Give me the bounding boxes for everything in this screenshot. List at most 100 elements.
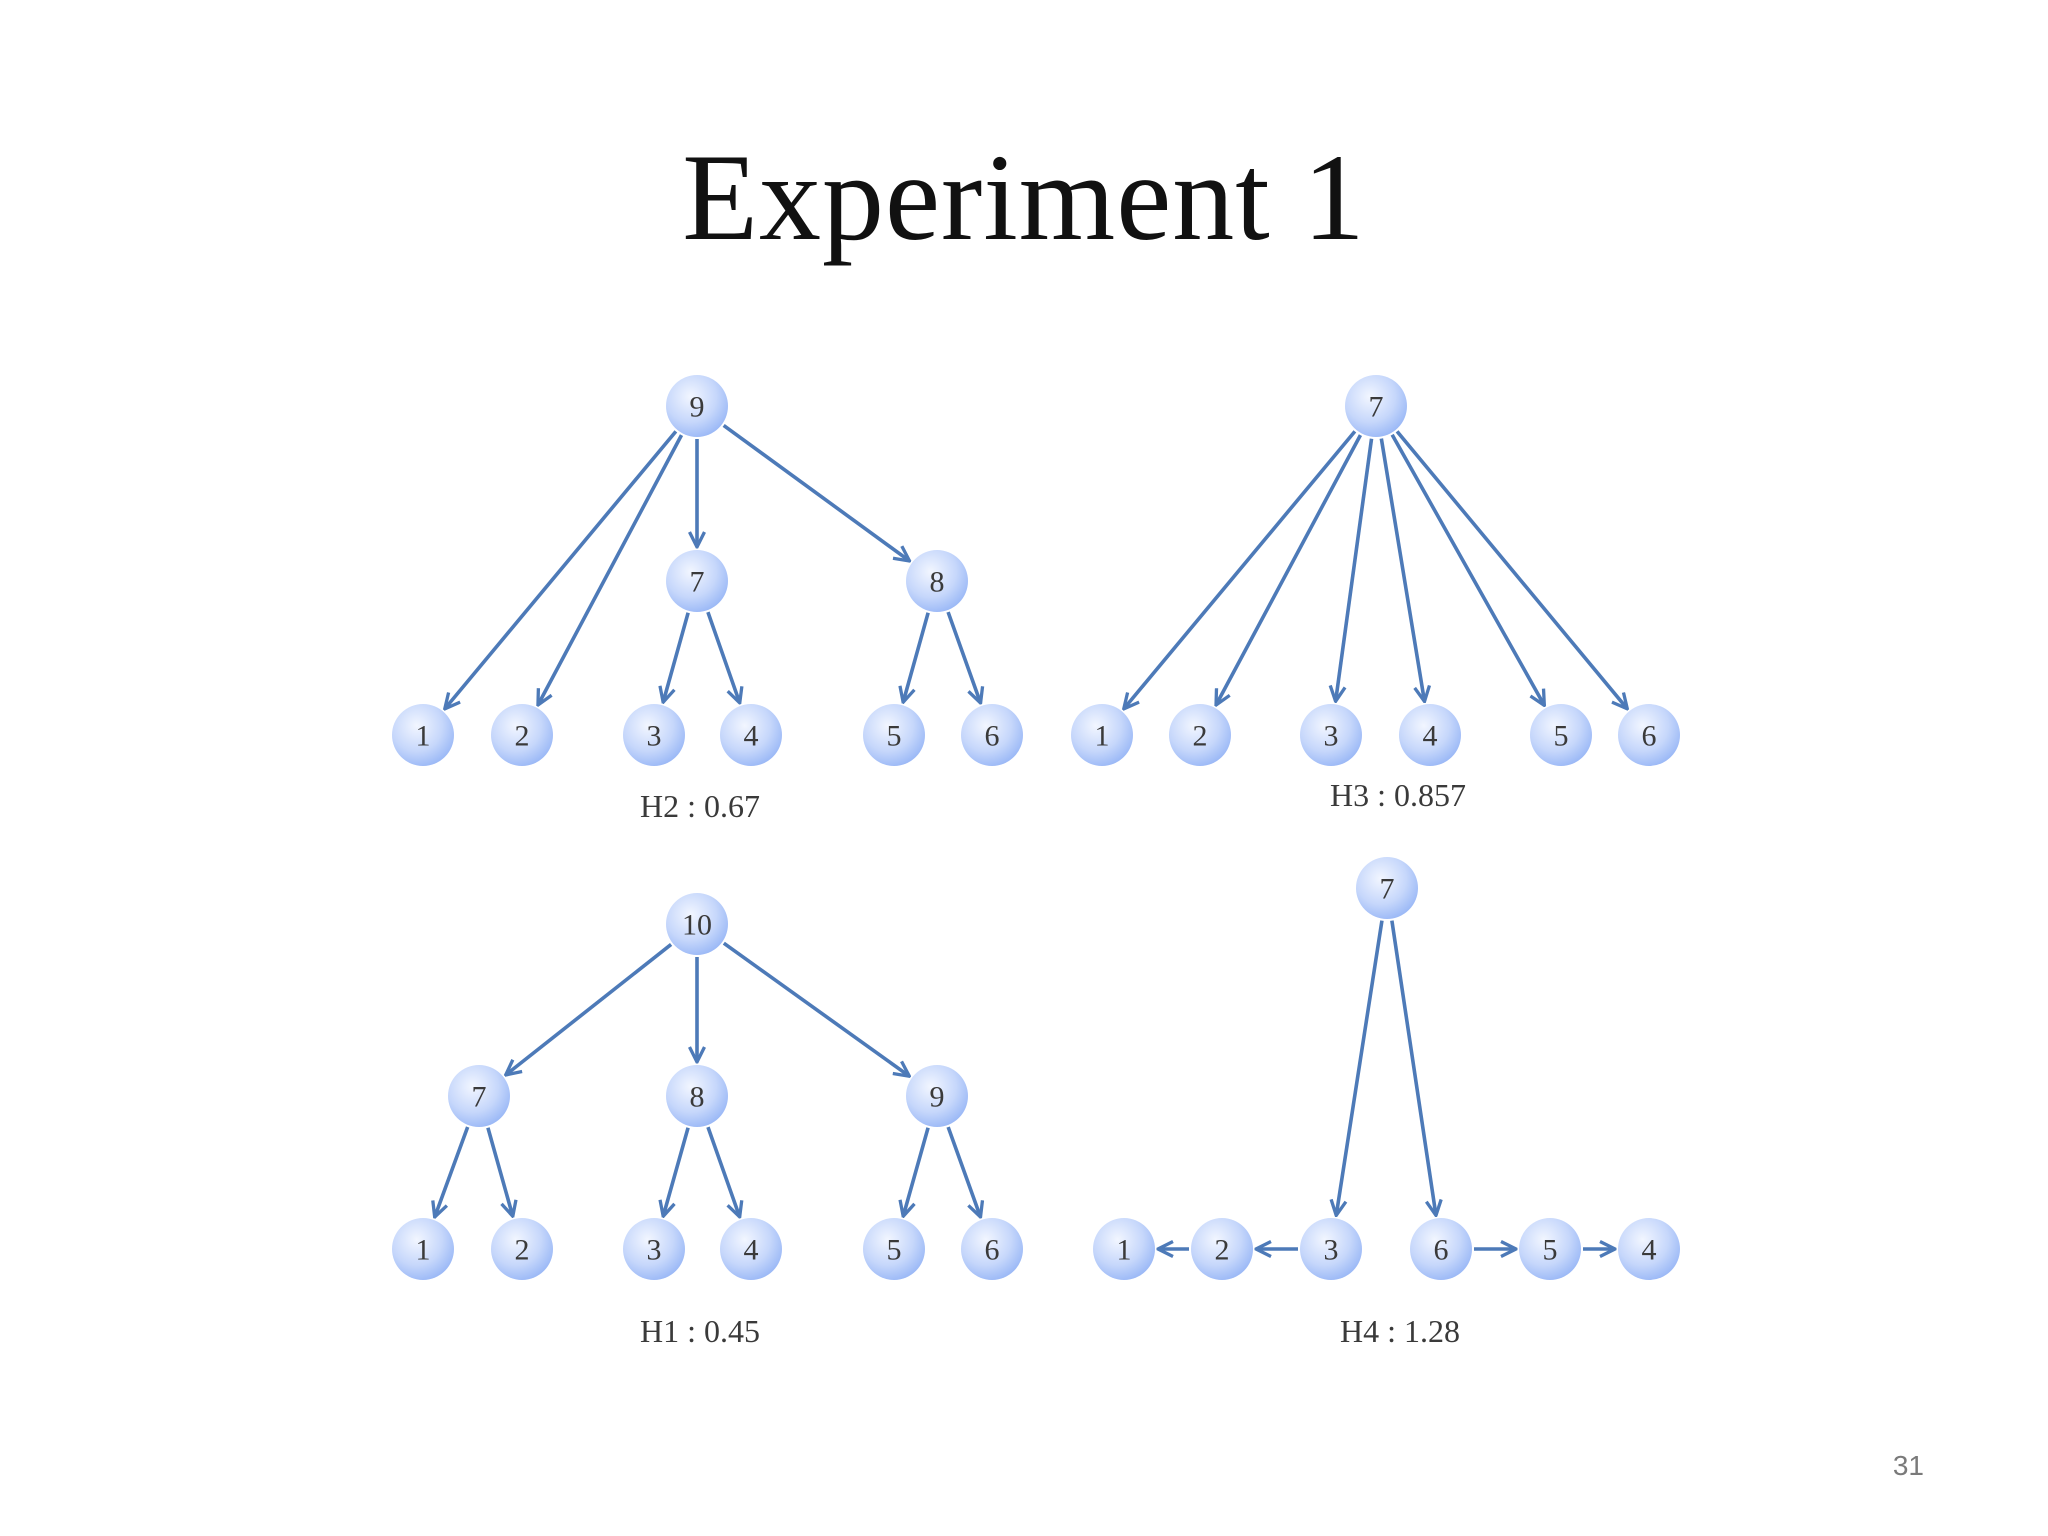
node-circle <box>863 704 925 766</box>
node-label: 6 <box>985 1234 1000 1267</box>
caption-h2: H2 : 0.67 <box>640 788 760 824</box>
node-circle <box>623 704 685 766</box>
edge-h2-a8-a5 <box>903 612 930 702</box>
node-circle <box>1399 704 1461 766</box>
node-label: 7 <box>1380 873 1395 906</box>
node-h2-5: 5 <box>863 704 925 766</box>
node-label: 7 <box>472 1081 487 1114</box>
node-circle <box>961 1218 1023 1280</box>
node-h4-4: 4 <box>1618 1218 1680 1280</box>
node-circle <box>720 704 782 766</box>
edge-h1-c8-c3 <box>663 1127 690 1216</box>
caption-h3: H3 : 0.857 <box>1330 777 1466 813</box>
edge-h2-a7-a4 <box>706 611 740 703</box>
node-circle <box>1191 1218 1253 1280</box>
node-h2-2: 2 <box>491 704 553 766</box>
edge-h3-b7-b4 <box>1379 438 1424 702</box>
node-circle <box>491 704 553 766</box>
node-circle <box>1300 1218 1362 1280</box>
node-circle <box>1356 857 1418 919</box>
node-h1-3: 3 <box>623 1218 685 1280</box>
node-circle <box>906 1065 968 1127</box>
node-h1-8: 8 <box>666 1065 728 1127</box>
node-circle <box>1410 1218 1472 1280</box>
edge-h2-a9-a2 <box>538 434 684 705</box>
caption-h4: H4 : 1.28 <box>1340 1313 1460 1349</box>
node-h3-3: 3 <box>1300 704 1362 766</box>
node-label: 2 <box>515 720 530 753</box>
node-circle <box>666 375 728 437</box>
node-label: 5 <box>887 720 902 753</box>
edge-h1-c10-c7 <box>506 943 673 1074</box>
node-circle <box>863 1218 925 1280</box>
node-h2-3: 3 <box>623 704 685 766</box>
node-circle <box>666 550 728 612</box>
node-h3-6: 6 <box>1618 704 1680 766</box>
node-h4-3: 3 <box>1300 1218 1362 1280</box>
node-h1-9: 9 <box>906 1065 968 1127</box>
node-label: 7 <box>1369 391 1384 424</box>
node-label: 1 <box>416 1234 431 1267</box>
node-h2-9: 9 <box>666 375 728 437</box>
node-label: 3 <box>1324 1234 1339 1267</box>
edge-h2-a9-a1 <box>445 430 678 709</box>
edge-h1-c9-c6 <box>946 1126 980 1217</box>
slide-title: Experiment 1 <box>682 129 1366 266</box>
node-label: 5 <box>887 1234 902 1267</box>
node-h1-1: 1 <box>392 1218 454 1280</box>
node-circle <box>1519 1218 1581 1280</box>
node-label: 9 <box>930 1081 945 1114</box>
node-circle <box>961 704 1023 766</box>
edge-h3-b7-b6 <box>1395 430 1627 708</box>
node-label: 2 <box>515 1234 530 1267</box>
node-h4-7: 7 <box>1356 857 1418 919</box>
node-circle <box>1618 704 1680 766</box>
edge-h1-c8-c4 <box>706 1126 740 1217</box>
node-circle <box>720 1218 782 1280</box>
edge-h1-c7-c1 <box>435 1126 470 1217</box>
node-h1-7: 7 <box>448 1065 510 1127</box>
node-label: 4 <box>744 720 759 753</box>
caption-h1: H1 : 0.45 <box>640 1313 760 1349</box>
node-h4-2: 2 <box>1191 1218 1253 1280</box>
node-label: 2 <box>1215 1234 1230 1267</box>
node-label: 6 <box>1434 1234 1449 1267</box>
edge-h1-c7-c2 <box>486 1127 513 1216</box>
node-h1-2: 2 <box>491 1218 553 1280</box>
node-h1-6: 6 <box>961 1218 1023 1280</box>
node-h1-4: 4 <box>720 1218 782 1280</box>
node-label: 6 <box>985 720 1000 753</box>
node-h2-6: 6 <box>961 704 1023 766</box>
node-h1-10: 10 <box>666 893 728 955</box>
node-label: 1 <box>416 720 431 753</box>
node-label: 4 <box>1423 720 1438 753</box>
page-number: 31 <box>1892 1450 1924 1481</box>
node-h3-2: 2 <box>1169 704 1231 766</box>
node-label: 6 <box>1642 720 1657 753</box>
node-circle <box>1345 375 1407 437</box>
node-h3-5: 5 <box>1530 704 1592 766</box>
node-label: 4 <box>744 1234 759 1267</box>
node-h2-1: 1 <box>392 704 454 766</box>
edge-h4-d7-d3 <box>1336 920 1384 1216</box>
edge-h2-a7-a3 <box>663 612 690 702</box>
node-h2-8: 8 <box>906 550 968 612</box>
node-circle <box>392 1218 454 1280</box>
node-label: 2 <box>1193 720 1208 753</box>
edge-h1-c9-c5 <box>903 1127 930 1216</box>
node-label: 4 <box>1642 1234 1657 1267</box>
node-circle <box>1618 1218 1680 1280</box>
edge-h1-c10-c9 <box>722 941 910 1076</box>
node-circle <box>491 1218 553 1280</box>
node-h3-7: 7 <box>1345 375 1407 437</box>
node-label: 9 <box>690 391 705 424</box>
edge-h4-d7-d6 <box>1390 920 1436 1216</box>
node-label: 1 <box>1095 720 1110 753</box>
node-label: 3 <box>1324 720 1339 753</box>
node-h2-4: 4 <box>720 704 782 766</box>
node-h3-1: 1 <box>1071 704 1133 766</box>
node-circle <box>448 1065 510 1127</box>
node-label: 3 <box>647 720 662 753</box>
